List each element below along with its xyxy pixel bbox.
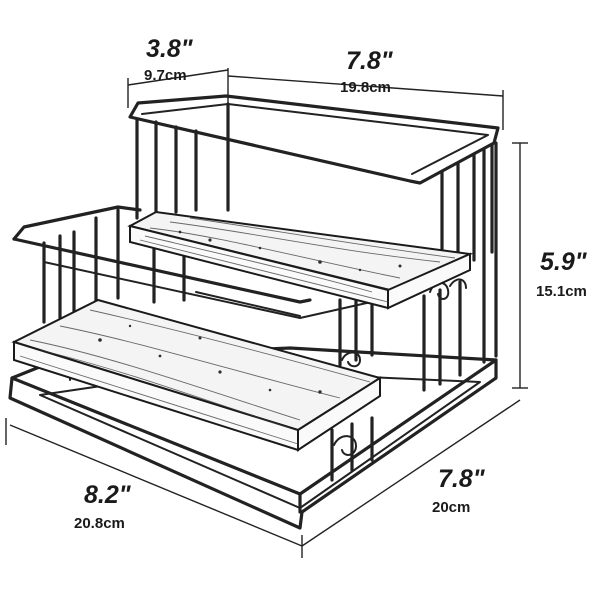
top-width-cm-label: 19.8cm: [340, 79, 391, 96]
base-width-dimension-line: [9, 424, 303, 547]
base-width-inches-label: 8.2": [84, 481, 132, 509]
dimension-labels: 3.8" 9.7cm 7.8" 19.8cm 5.9" 15.1cm 8.2" …: [74, 35, 588, 532]
middle-tier-frame: [12, 205, 467, 392]
top-shelf-board: [127, 210, 474, 310]
top-depth-cm-label: 9.7cm: [144, 67, 187, 84]
height-inches-label: 5.9": [540, 248, 588, 276]
base-depth-inches-label: 7.8": [438, 465, 486, 493]
top-width-inches-label: 7.8": [346, 47, 394, 75]
dimension-lines: [5, 68, 528, 558]
top-tier-frame: [128, 94, 500, 364]
top-depth-dimension-line: [127, 69, 229, 86]
base-width-cm-label: 20.8cm: [74, 515, 125, 532]
bottom-shelf-board: [11, 298, 383, 452]
top-depth-inches-label: 3.8": [146, 35, 194, 63]
top-width-dimension-line: [227, 75, 504, 97]
base-depth-cm-label: 20cm: [432, 499, 470, 516]
height-cm-label: 15.1cm: [536, 283, 587, 300]
base-depth-dimension-line: [301, 399, 521, 547]
